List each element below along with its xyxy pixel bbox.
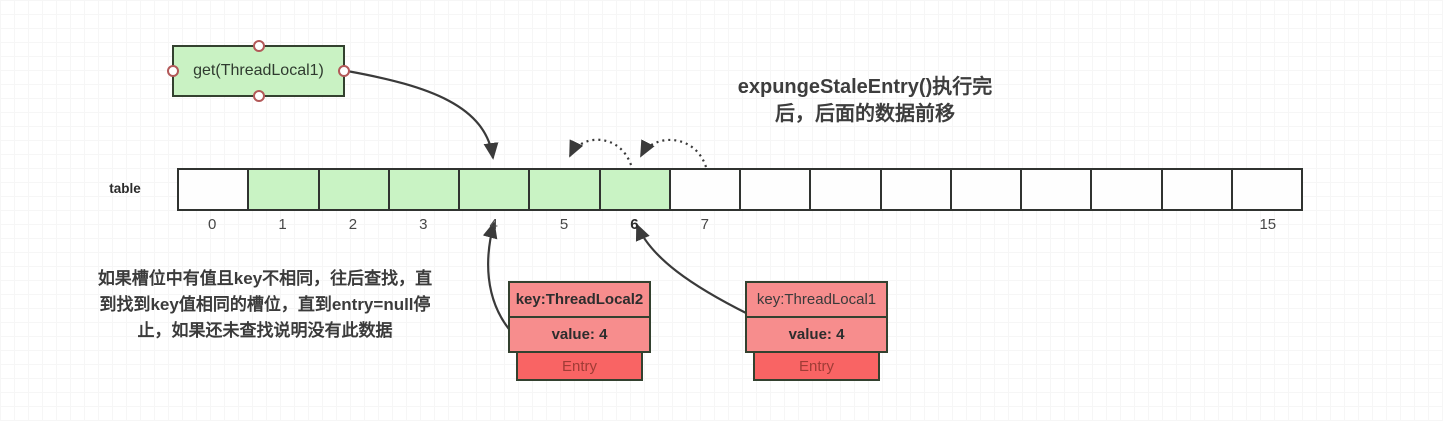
table-cell-2[interactable]	[319, 170, 390, 209]
table-cell-14[interactable]	[1162, 170, 1233, 209]
entry-tag: Entry	[753, 351, 880, 381]
table-label: table	[109, 181, 141, 196]
table-cell-5[interactable]	[530, 170, 601, 209]
table-cell-3[interactable]	[389, 170, 460, 209]
entry-value: value: 4	[745, 316, 888, 353]
cell-index-label-7: 7	[700, 216, 709, 233]
anchor-point-right[interactable]	[338, 65, 350, 77]
cell-index-label-15: 15	[1259, 216, 1277, 233]
table-cell-8[interactable]	[741, 170, 812, 209]
get-box-label: get(ThreadLocal1)	[193, 62, 324, 79]
table-cell-9[interactable]	[811, 170, 882, 209]
move-arc-cell7-to-cell6[interactable]	[640, 138, 708, 168]
table-cell-7[interactable]	[670, 170, 741, 209]
heading: expungeStaleEntry()执行完 后，后面的数据前移	[700, 74, 1030, 128]
array-row	[177, 168, 1303, 211]
note-line-2: 到找到key值相同的槽位，直到entry=null停	[99, 295, 431, 314]
cell-index-label-5: 5	[559, 216, 569, 233]
table-cell-6[interactable]	[600, 170, 671, 209]
cell-index-label-0: 0	[208, 216, 217, 233]
arrow-get-to-cell4[interactable]	[346, 69, 499, 160]
arrow-entry2-to-cell6[interactable]	[635, 223, 749, 315]
cell-index-label-2: 2	[348, 216, 358, 233]
cell-index-label-3: 3	[419, 216, 428, 233]
get-threadlocal-box[interactable]: get(ThreadLocal1)	[167, 40, 350, 102]
note-line-3: 止，如果还未查找说明没有此数据	[137, 321, 393, 340]
entry-key: key:ThreadLocal1	[745, 281, 888, 318]
note-text: 如果槽位中有值且key不相同，往后查找，直 到找到key值相同的槽位，直到ent…	[42, 266, 488, 344]
cell-index-label-4: 4	[489, 216, 498, 233]
table-cell-4[interactable]	[460, 170, 531, 209]
entry-key: key:ThreadLocal2	[508, 281, 651, 318]
heading-line-1: expungeStaleEntry()执行完	[737, 76, 993, 98]
heading-line-2: 后，后面的数据前移	[775, 103, 955, 125]
table-cell-11[interactable]	[951, 170, 1022, 209]
move-arc-cell6-to-cell5[interactable]	[569, 138, 633, 166]
table-cell-12[interactable]	[1022, 170, 1093, 209]
table-cell-1[interactable]	[249, 170, 320, 209]
entry-card-threadlocal2[interactable]: key:ThreadLocal2 value: 4 Entry	[508, 281, 651, 381]
anchor-point-bottom[interactable]	[252, 90, 265, 102]
entry-value: value: 4	[508, 316, 651, 353]
anchor-point-top[interactable]	[252, 40, 265, 52]
entry-tag: Entry	[516, 351, 643, 381]
index-labels: 0 1 2 3 4 5 6 7 15	[177, 216, 1303, 238]
table-cell-15[interactable]	[1232, 170, 1301, 209]
cell-index-label-1: 1	[278, 216, 287, 233]
table-cell-0[interactable]	[179, 170, 250, 209]
table-cell-13[interactable]	[1092, 170, 1163, 209]
table-cell-10[interactable]	[881, 170, 952, 209]
anchor-point-left[interactable]	[167, 65, 179, 77]
note-line-1: 如果槽位中有值且key不相同，往后查找，直	[97, 269, 433, 288]
cell-index-label-6: 6	[630, 216, 639, 233]
entry-card-threadlocal1[interactable]: key:ThreadLocal1 value: 4 Entry	[745, 281, 888, 381]
